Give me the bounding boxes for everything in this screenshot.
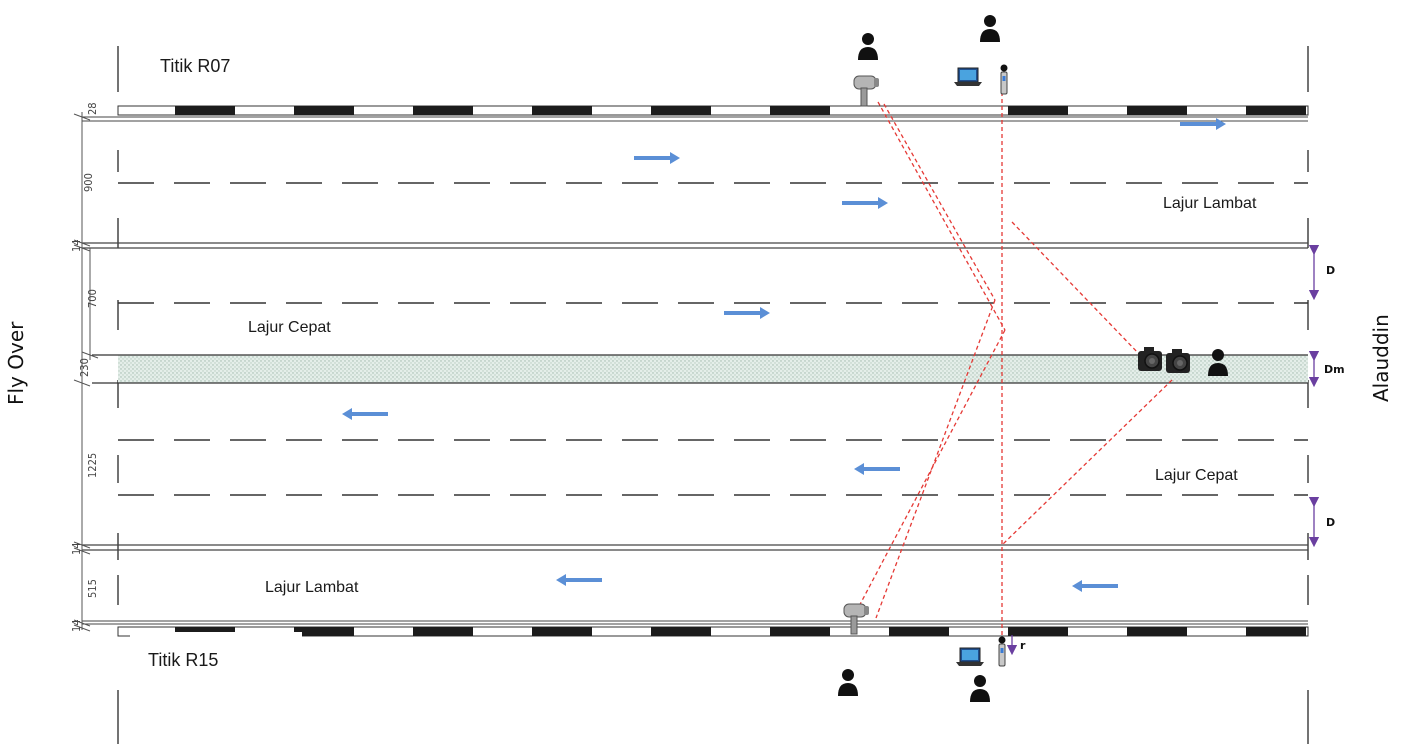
d-label-top: D: [1326, 264, 1335, 277]
direction-arrows: [342, 118, 1226, 592]
dim-515: 515: [86, 579, 99, 598]
dim-700: 700: [86, 289, 99, 308]
curb-block: [175, 106, 235, 115]
d-label-bottom: D: [1326, 516, 1335, 529]
curb-block: [532, 627, 592, 636]
arrow-left-icon: [854, 463, 900, 475]
curb-block: [1246, 627, 1306, 636]
arrow-left-icon: [1072, 580, 1118, 592]
curb-block: [889, 627, 949, 636]
lane-label-cepat-top: Lajur Cepat: [248, 319, 331, 336]
laptop-icon: [953, 67, 983, 87]
dim-1225: 1225: [86, 453, 99, 478]
fly-over-label: Fly Over: [4, 321, 28, 405]
lane-label-lambat-bottom: Lajur Lambat: [265, 579, 359, 596]
section-boundaries: [117, 46, 1309, 744]
curb-block: [770, 106, 830, 115]
arrow-right-icon: [842, 197, 888, 209]
person-icon: [858, 33, 878, 60]
median-strip: [92, 354, 1308, 384]
curb-block: [1127, 106, 1187, 115]
curb-block: [651, 627, 711, 636]
dashed-lane-lines: [118, 182, 1308, 496]
curb-block: [532, 106, 592, 115]
dm-label: Dm: [1324, 363, 1345, 376]
dim-28: 28: [86, 102, 99, 115]
titik-bottom-bg: [130, 632, 302, 680]
sight-lines: [855, 92, 1173, 645]
curb-block: [413, 627, 473, 636]
curb-block: [651, 106, 711, 115]
dim-14-c: 14: [70, 619, 83, 632]
curb-block: [770, 627, 830, 636]
sound-level-meter-icon: [998, 636, 1006, 667]
curb-block: [1127, 627, 1187, 636]
dim-900: 900: [82, 173, 95, 192]
sound-level-meter-icon: [1000, 64, 1008, 95]
arrow-left-icon: [556, 574, 602, 586]
titik-bottom-label: Titik R15: [148, 650, 218, 670]
distance-markers: [1006, 244, 1320, 656]
arrow-right-icon: [1180, 118, 1226, 130]
separator-lines: [82, 242, 1308, 551]
curb-block: [294, 627, 354, 636]
person-icon: [980, 15, 1000, 42]
arrow-left-icon: [342, 408, 388, 420]
curb-block: [1008, 106, 1068, 115]
curb-block: [294, 106, 354, 115]
camera-icon: [1165, 348, 1191, 374]
dim-14-b: 14: [70, 542, 83, 555]
speed-gun-icon: [853, 75, 880, 107]
lane-label-cepat-bottom: Lajur Cepat: [1155, 467, 1238, 484]
person-icon: [838, 669, 858, 696]
curb-block: [1246, 106, 1306, 115]
dimension-column: 28 900 14 700 230 1225 14 515 14: [70, 102, 99, 632]
laptop-icon: [955, 647, 985, 667]
lane-label-lambat-top: Lajur Lambat: [1163, 195, 1257, 212]
arrow-right-icon: [724, 307, 770, 319]
curb-block: [175, 627, 235, 636]
dim-230: 230: [78, 358, 91, 377]
camera-icon: [1137, 346, 1163, 372]
curb-block: [413, 106, 473, 115]
dim-14-a: 14: [70, 239, 83, 252]
arrow-right-icon: [634, 152, 680, 164]
r-label: r: [1020, 639, 1026, 652]
titik-top-label: Titik R07: [160, 56, 230, 76]
alauddin-label: Alauddin: [1369, 314, 1393, 402]
bottom-curb: [82, 620, 1309, 637]
curb-block: [1008, 627, 1068, 636]
top-curb: [82, 105, 1309, 122]
person-icon: [970, 675, 990, 702]
